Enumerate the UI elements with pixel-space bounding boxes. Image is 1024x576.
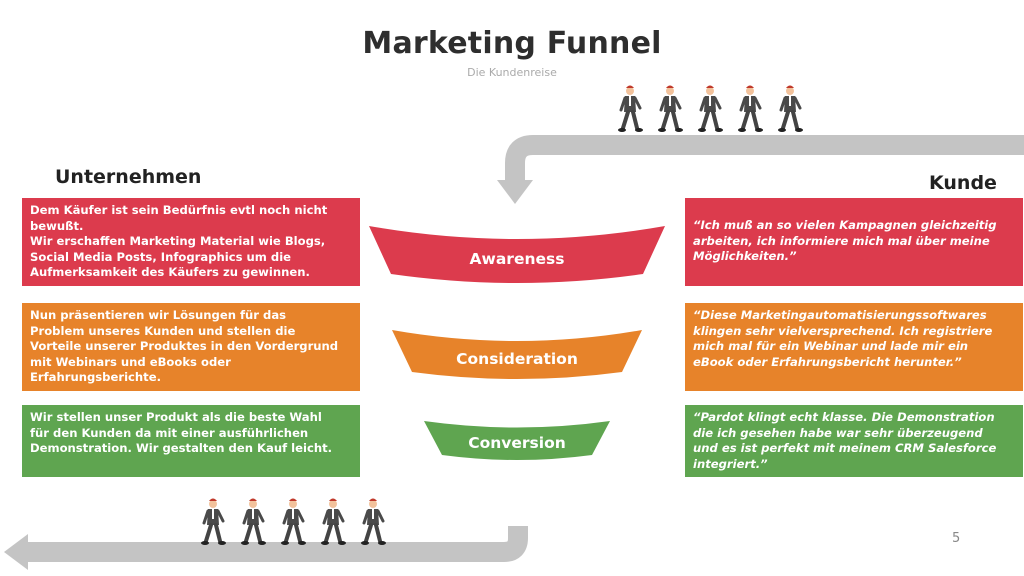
bottom-walkers [199,496,388,547]
company-heading: Unternehmen [55,166,202,188]
walker-figure [656,83,685,134]
text-line: Demonstration. Wir gestalten den Kauf le… [30,441,333,456]
text-line: klingen sehr vielversprechend. Ich regis… [693,323,993,338]
company-awareness-box: Dem Käufer ist sein Bedürfnis evtl noch … [22,198,360,286]
customer-heading: Kunde [929,172,997,194]
text-line: arbeiten, ich informiere mich mal über m… [693,233,990,248]
stage-label-conversion: Conversion [468,434,566,452]
text-line: “Pardot klingt echt klasse. Die Demonstr… [693,410,995,424]
text-line: für den Kunden da mit einer ausführliche… [30,425,309,440]
text-line: Aufmerksamkeit des Käufers zu gewinnen. [30,265,310,280]
text-line: mit Webinars und eBooks oder [30,354,231,369]
walker-figure [776,83,805,134]
page-title: Marketing Funnel [362,26,662,61]
text-line: Erfahrungsberichte. [30,370,161,385]
customer-consideration-quote: “Diese Marketingautomatisierungssoftware… [685,303,1023,391]
text-line: Möglichkeiten.” [693,249,797,264]
page-number: 5 [952,531,961,546]
company-conversion-box: Wir stellen unser Produkt als die beste … [22,405,360,477]
text-line: Social Media Posts, Infographics um die [30,249,292,264]
text-line: und es ist perfekt mit meinem CRM Salesf… [693,441,997,456]
funnel-stage-consideration [392,330,642,379]
funnel-stage-awareness [369,226,665,283]
stage-label-awareness: Awareness [469,250,565,268]
bottom-exit-arrow [4,526,528,570]
customer-awareness-quote: “Ich muß an so vielen Kampagnen gleichze… [685,198,1023,286]
text-line: mich mal für ein Webinar und lade mir ei… [693,339,969,354]
top-return-arrow [497,135,1024,204]
text-line: “Diese Marketingautomatisierungssoftware… [693,308,987,322]
text-line: die ich gesehen habe war sehr überzeugen… [693,425,983,440]
text-line: “Ich muß an so vielen Kampagnen gleichze… [693,218,997,232]
funnel-stage-conversion [424,421,610,460]
text-line: eBook oder Erfahrungsbericht herunter.” [693,354,962,369]
walker-figure [319,496,348,547]
walker-figure [279,496,308,547]
top-walkers [616,83,805,134]
text-line: Problem unseres Kunden und stellen die [30,323,296,338]
walker-figure [696,83,725,134]
page-subtitle: Die Kundenreise [467,66,557,79]
walker-figure [359,496,388,547]
walker-figure [199,496,228,547]
walker-figure [736,83,765,134]
text-line: Wir erschaffen Marketing Material wie Bl… [30,234,326,249]
text-line: bewußt. [30,218,84,233]
customer-conversion-quote: “Pardot klingt echt klasse. Die Demonstr… [685,405,1023,477]
walker-figure [239,496,268,547]
text-line: Vorteile unserer Produktes in den Vorder… [30,339,339,354]
text-line: integriert.” [693,456,768,471]
text-line: Nun präsentieren wir Lösungen für das [30,308,287,322]
company-consideration-box: Nun präsentieren wir Lösungen für das Pr… [22,303,360,391]
text-line: Dem Käufer ist sein Bedürfnis evtl noch … [30,203,328,217]
text-line: Wir stellen unser Produkt als die beste … [30,410,322,424]
stage-label-consideration: Consideration [456,350,578,368]
walker-figure [616,83,645,134]
